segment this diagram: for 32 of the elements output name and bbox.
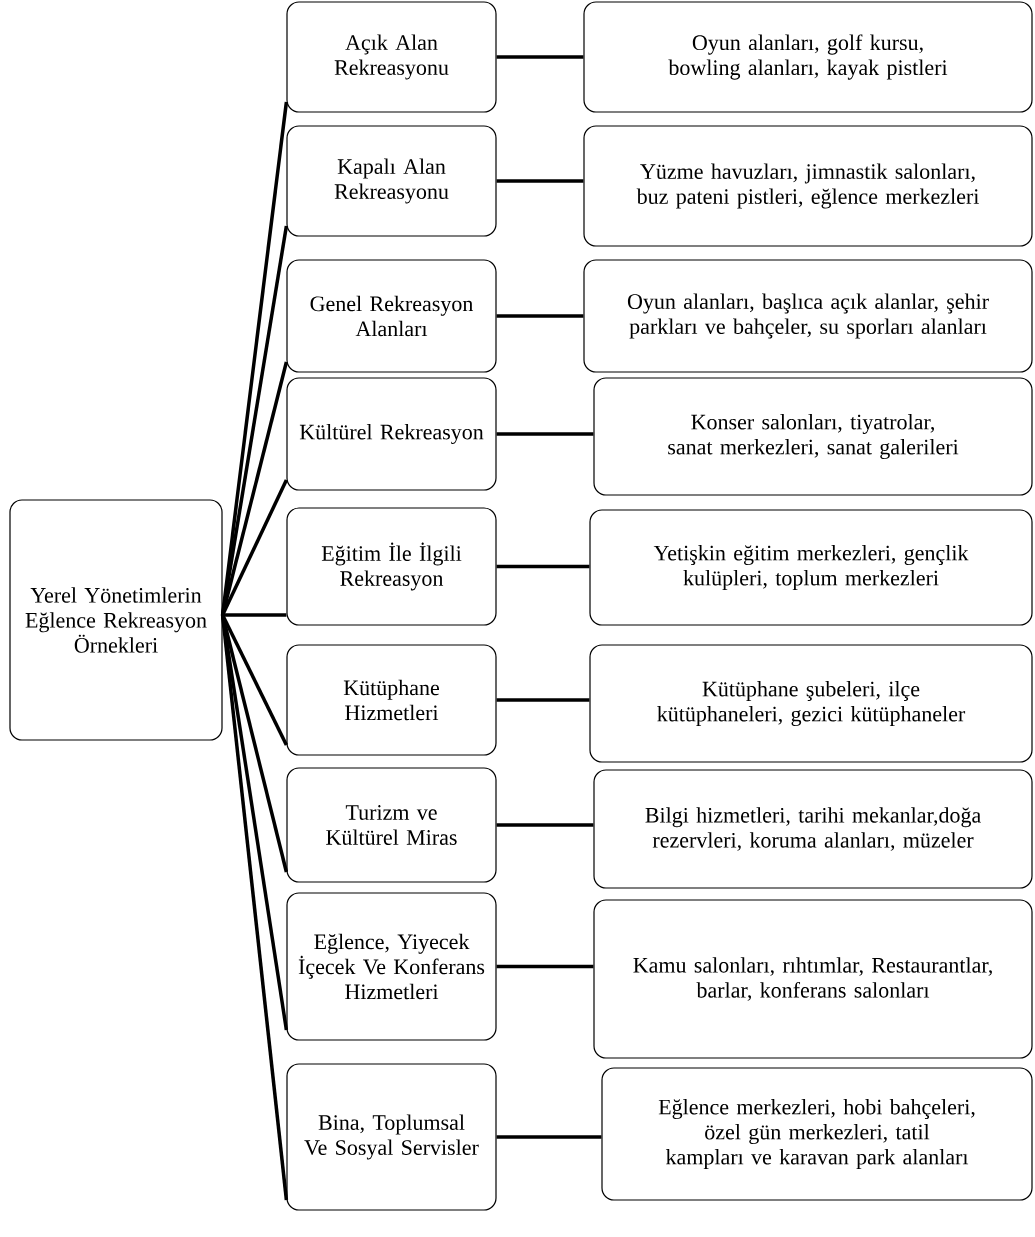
topic-box: Yerel Yönetimlerin Eğlence Rekreasyon Örnekleri bbox=[9, 499, 223, 741]
connector-line bbox=[220, 614, 289, 1201]
connector-line bbox=[496, 1135, 602, 1139]
examples-box: Konser salonları, tiyatrolar, sanat merkezleri, sanat galerileri bbox=[593, 377, 1033, 496]
connector-line bbox=[222, 613, 287, 617]
category-box: Turizm ve Kültürel Miras bbox=[286, 767, 497, 883]
category-box: Kütüphane Hizmetleri bbox=[286, 644, 497, 756]
examples-box: Yüzme havuzları, jimnastik salonları, buz pateni pistleri, eğlence merkezleri bbox=[583, 125, 1033, 247]
connector-line bbox=[496, 179, 584, 183]
category-box: Eğlence, Yiyecek İçecek Ve Konferans Hizmetleri bbox=[286, 892, 497, 1041]
examples-box: Oyun alanları, golf kursu, bowling alanları, kayak pistleri bbox=[583, 1, 1033, 113]
examples-box: Kamu salonları, rıhtımlar, Restaurantlar, barlar, konferans salonları bbox=[593, 899, 1033, 1059]
category-box: Kültürel Rekreasyon bbox=[286, 377, 497, 491]
connector-line bbox=[496, 964, 594, 969]
connector-line bbox=[496, 823, 594, 827]
connector-line bbox=[221, 479, 288, 616]
category-box: Bina, Toplumsal Ve Sosyal Servisler bbox=[286, 1063, 497, 1211]
connector-line bbox=[496, 432, 594, 436]
connector-line bbox=[496, 698, 590, 702]
category-box: Eğitim İle İlgili Rekreasyon bbox=[286, 507, 497, 626]
examples-box: Eğlence merkezleri, hobi bahçeleri, özel gün merkezleri, tatil kampları ve karavan park alanları bbox=[601, 1067, 1033, 1201]
examples-box: Kütüphane şubeleri, ilçe kütüphaneleri, gezici kütüphaneler bbox=[589, 644, 1033, 763]
category-box: Kapalı Alan Rekreasyonu bbox=[286, 125, 497, 237]
connector-line bbox=[496, 55, 584, 59]
connector-line bbox=[496, 314, 584, 318]
connector-line bbox=[496, 564, 590, 569]
category-box: Açık Alan Rekreasyonu bbox=[286, 1, 497, 113]
connector-line bbox=[220, 361, 289, 616]
examples-box: Bilgi hizmetleri, tarihi mekanlar,doğa rezervleri, koruma alanları, müzeler bbox=[593, 769, 1033, 889]
examples-box: Oyun alanları, başlıca açık alanlar, şehir parkları ve bahçeler, su sporları alanları bbox=[583, 259, 1033, 373]
examples-box: Yetişkin eğitim merkezleri, gençlik kulüpleri, toplum merkezleri bbox=[589, 509, 1033, 626]
category-box: Genel Rekreasyon Alanları bbox=[286, 259, 497, 373]
